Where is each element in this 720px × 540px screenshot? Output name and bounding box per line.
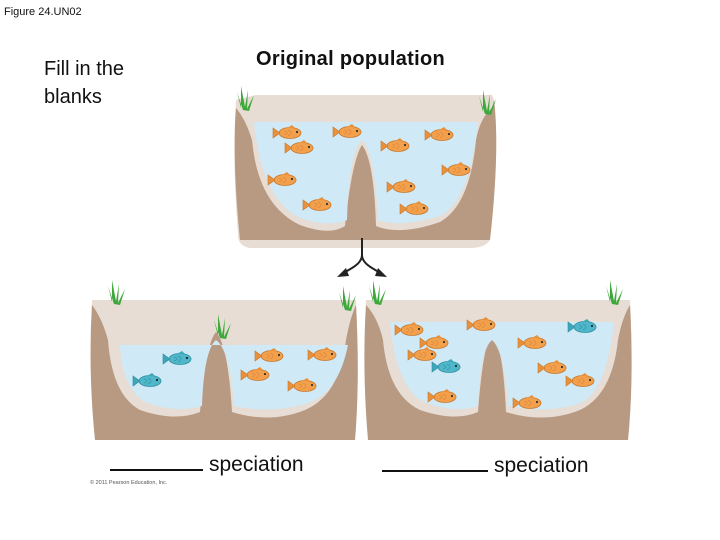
answer-blank-left[interactable]	[110, 455, 203, 471]
left-speciation-caption: speciation	[110, 453, 304, 477]
right-speciation-caption: speciation	[382, 454, 589, 478]
right-speciation-label: speciation	[494, 454, 589, 477]
answer-blank-right[interactable]	[382, 456, 488, 472]
instruction-line-2: blanks	[44, 86, 102, 108]
split-arrow	[337, 238, 387, 277]
left-speciation-label: speciation	[209, 453, 304, 476]
instruction-text: Fill in the blanks	[44, 55, 194, 111]
right-descendant-basin	[364, 280, 632, 440]
figure-label: Figure 24.UN02	[4, 6, 82, 18]
copyright-notice: © 2011 Pearson Education, Inc.	[90, 480, 168, 486]
diagram-title: Original population	[256, 48, 446, 70]
left-descendant-basin	[90, 280, 358, 440]
original-population-basin	[234, 86, 497, 248]
instruction-line-1: Fill in the	[44, 58, 125, 80]
